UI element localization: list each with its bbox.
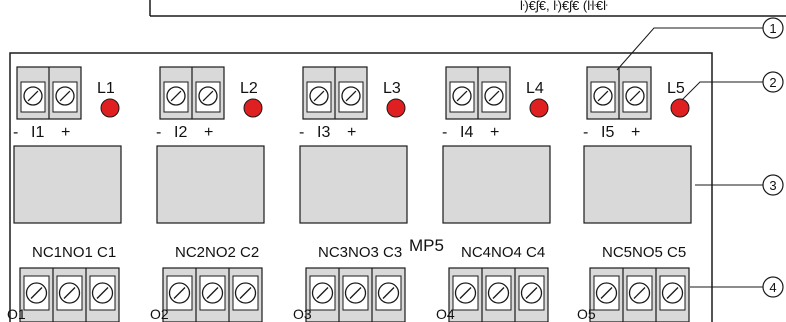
output-terminal-block — [162, 267, 263, 322]
relay-contacts-label: NC2NO2 C2 — [175, 244, 259, 261]
callout-leaders — [616, 27, 763, 288]
terminal-screw-icon-slot — [313, 90, 325, 102]
input-label: I3 — [317, 124, 330, 141]
channel-2: L2 -I2 + NC2NO2 C2 O2 — [150, 66, 265, 322]
terminal-screw-icon-slot — [59, 90, 71, 102]
input-label: I4 — [460, 124, 473, 141]
output-label: O3 — [293, 306, 312, 322]
output-terminal-block — [589, 267, 690, 322]
callout-3-circle — [762, 174, 784, 196]
callout-2-number: 2 — [769, 75, 776, 90]
led-indicator-icon — [100, 98, 120, 118]
channel-5: L5 -I5 + NC5NO5 C5 O5 — [577, 66, 692, 322]
terminal-screw-icon-slot — [459, 287, 472, 299]
relay-contacts-label: NC5NO5 C5 — [602, 244, 686, 261]
input-plus-label: + — [347, 124, 356, 141]
callout-3-number: 3 — [769, 178, 776, 193]
input-label: I5 — [601, 124, 614, 141]
callout-4-circle — [762, 276, 784, 298]
terminal-screw-icon-slot — [96, 287, 109, 299]
led-label: L1 — [97, 80, 115, 97]
led-indicator-icon — [670, 98, 690, 118]
input-terminal-block — [445, 66, 511, 120]
output-terminal-block — [305, 267, 406, 322]
callout-4-number: 4 — [769, 280, 776, 295]
terminal-screw-icon-slot — [173, 287, 186, 299]
relay-block — [156, 145, 265, 224]
terminal-screw-icon-slot — [27, 90, 39, 102]
terminal-screw-icon-slot — [170, 90, 182, 102]
channel-1: L1 -I1 + NC1NO1 C1 O1 — [7, 66, 122, 322]
input-minus-label: - — [13, 124, 18, 141]
relay-contacts-label: NC3NO3 C3 — [318, 244, 402, 261]
input-terminal-block — [159, 66, 225, 120]
led-indicator-icon — [243, 98, 263, 118]
callouts: 1 2 3 4 — [762, 17, 784, 298]
top-strip: ŀ)€ʃ€, ŀ)€ʃ€ (ŀŀ€ŀ — [149, 0, 786, 17]
callout-1-number: 1 — [769, 21, 776, 36]
input-plus-label: + — [490, 124, 499, 141]
terminal-screw-icon-slot — [30, 287, 43, 299]
terminal-screw-icon-slot — [666, 287, 679, 299]
callout-1-circle — [762, 17, 784, 39]
terminal-screw-icon-slot — [488, 90, 500, 102]
terminal-screw-icon-slot — [63, 287, 76, 299]
terminal-screw-icon-slot — [206, 287, 219, 299]
input-plus-label: + — [631, 124, 640, 141]
input-plus-label: + — [61, 124, 70, 141]
terminal-screw-icon-slot — [633, 287, 646, 299]
led-label: L5 — [667, 80, 685, 97]
input-terminal-block — [16, 66, 82, 120]
led-indicator-icon — [529, 98, 549, 118]
terminal-screw-icon-slot — [349, 287, 362, 299]
terminal-screw-icon-slot — [382, 287, 395, 299]
input-label: I2 — [174, 124, 187, 141]
terminal-screw-icon-slot — [525, 287, 538, 299]
callout-2-leader — [681, 81, 763, 101]
relay-contacts-label: NC1NO1 C1 — [32, 244, 116, 261]
led-label: L2 — [240, 80, 258, 97]
terminal-screw-icon-slot — [345, 90, 357, 102]
output-label: O2 — [150, 306, 169, 322]
relay-block — [299, 145, 408, 224]
input-terminal-block — [302, 66, 368, 120]
input-minus-label: - — [156, 124, 161, 141]
relay-block — [442, 145, 551, 224]
board-outline — [9, 52, 713, 322]
input-terminal-block — [586, 66, 652, 120]
relay-block — [583, 145, 692, 224]
channel-4: L4 -I4 + NC4NO4 C4 O4 — [436, 66, 551, 322]
output-label: O5 — [577, 306, 596, 322]
callout-2-circle — [762, 71, 784, 93]
led-label: L4 — [526, 80, 544, 97]
channel-3: L3 -I3 + NC3NO3 C3 O3 — [293, 66, 408, 322]
input-minus-label: - — [299, 124, 304, 141]
relay-block — [13, 145, 122, 224]
callout-1-leader — [616, 27, 763, 71]
output-terminal-block — [19, 267, 120, 322]
terminal-screw-icon-slot — [202, 90, 214, 102]
terminal-screw-icon-slot — [239, 287, 252, 299]
board-label: MP5 — [409, 236, 444, 255]
relay-contacts-label: NC4NO4 C4 — [461, 244, 545, 261]
terminal-screw-icon-slot — [456, 90, 468, 102]
led-indicator-icon — [386, 98, 406, 118]
terminal-screw-icon-slot — [600, 287, 613, 299]
led-label: L3 — [383, 80, 401, 97]
input-minus-label: - — [583, 124, 588, 141]
terminal-screw-icon-slot — [316, 287, 329, 299]
output-label: O1 — [7, 306, 26, 322]
output-terminal-block — [448, 267, 549, 322]
terminal-screw-icon-slot — [492, 287, 505, 299]
input-label: I1 — [31, 124, 44, 141]
output-label: O4 — [436, 306, 455, 322]
input-plus-label: + — [204, 124, 213, 141]
top-strip-text: ŀ)€ʃ€, ŀ)€ʃ€ (ŀŀ€ŀ — [520, 0, 608, 13]
terminal-screw-icon-slot — [597, 90, 609, 102]
input-minus-label: - — [442, 124, 447, 141]
terminal-screw-icon-slot — [629, 90, 641, 102]
